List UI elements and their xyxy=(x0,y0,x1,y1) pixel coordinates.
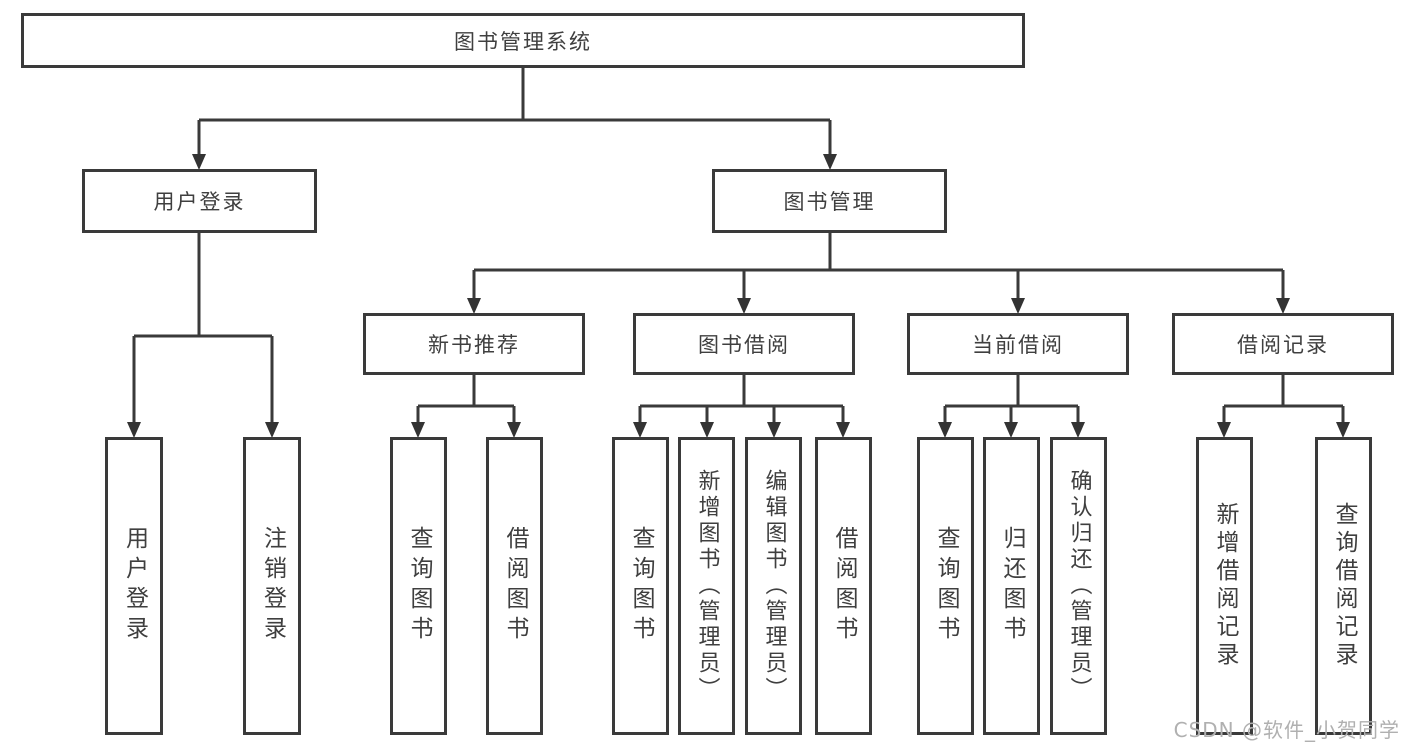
leaf-add-books-admin: 新增图书（管理员） xyxy=(678,437,735,735)
connector-user-login-children xyxy=(127,233,279,438)
leaf-query-books-borrow: 查询图书 xyxy=(612,437,669,735)
connector-current-borrow-children xyxy=(938,375,1085,438)
leaf-borrow-books: 借阅图书 xyxy=(815,437,872,735)
leaf-add-borrow-record: 新增借阅记录 xyxy=(1196,437,1253,735)
leaf-query-books-recommend: 查询图书 xyxy=(390,437,447,735)
connector-root-to-level2 xyxy=(192,68,837,170)
leaf-query-books-current: 查询图书 xyxy=(917,437,974,735)
node-book-borrow: 图书借阅 xyxy=(633,313,855,375)
leaf-borrow-books-recommend: 借阅图书 xyxy=(486,437,543,735)
node-library-system: 图书管理系统 xyxy=(21,13,1025,68)
leaf-user-login: 用户登录 xyxy=(105,437,163,735)
node-user-login: 用户登录 xyxy=(82,169,317,233)
node-current-borrow: 当前借阅 xyxy=(907,313,1129,375)
leaf-query-borrow-record: 查询借阅记录 xyxy=(1315,437,1372,735)
node-new-book-recommend: 新书推荐 xyxy=(363,313,585,375)
leaf-edit-books-admin: 编辑图书（管理员） xyxy=(745,437,802,735)
connector-book-borrow-children xyxy=(633,375,850,438)
csdn-watermark: CSDN @软件_小贺同学 xyxy=(1173,718,1400,742)
connector-book-management-children xyxy=(467,233,1290,314)
leaf-logout: 注销登录 xyxy=(243,437,301,735)
node-book-management: 图书管理 xyxy=(712,169,947,233)
connector-borrow-record-children xyxy=(1217,375,1350,438)
connector-new-book-children xyxy=(411,375,521,438)
leaf-return-books: 归还图书 xyxy=(983,437,1040,735)
node-borrow-record: 借阅记录 xyxy=(1172,313,1394,375)
leaf-confirm-return-admin: 确认归还（管理员） xyxy=(1050,437,1107,735)
